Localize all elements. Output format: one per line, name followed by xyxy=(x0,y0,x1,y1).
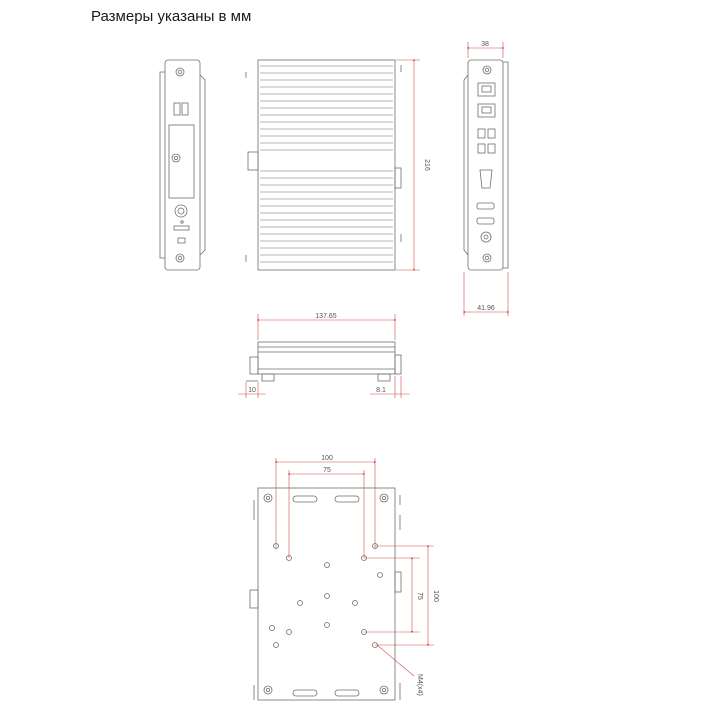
vesa-outer-h-dimension xyxy=(274,458,377,548)
mount-screw-icon xyxy=(175,67,185,77)
audio-port-icon xyxy=(177,237,186,244)
bay-screw-icon xyxy=(171,153,181,163)
mount-hole-icon xyxy=(269,625,275,631)
vesa-inner-v-label: 75 xyxy=(416,592,423,600)
side-total-depth-dimension xyxy=(462,272,510,316)
switch-icon xyxy=(173,225,190,231)
vesa-inner-h-label: 75 xyxy=(323,467,331,474)
vesa-outer-v-dimension xyxy=(375,544,434,647)
ethernet-port-icon xyxy=(477,82,496,97)
side-bracket xyxy=(394,571,402,593)
bottom-view xyxy=(249,487,402,701)
vesa-outer-v-label: 100 xyxy=(432,590,439,602)
mount-hole-icon xyxy=(273,642,279,648)
power-button-icon xyxy=(174,204,188,218)
mount-hole-icon xyxy=(324,622,330,628)
bottom-left-offset-dimension xyxy=(238,382,266,398)
vesa-inner-h-dimension xyxy=(287,470,366,558)
vent-slot xyxy=(334,689,360,697)
side-total-depth-label: 41.96 xyxy=(477,305,495,312)
corner-screw-icon xyxy=(263,493,273,503)
usb-port-icon xyxy=(477,128,496,154)
heatsink-fins xyxy=(260,65,393,263)
serial-port-icon xyxy=(479,169,493,189)
screw-callout-leader xyxy=(376,644,415,677)
width-label: 137.65 xyxy=(315,313,337,320)
mount-screw-icon xyxy=(175,253,185,263)
height-label: 216 xyxy=(423,159,430,171)
led-icon xyxy=(180,220,184,224)
storage-bay xyxy=(168,124,195,199)
hdmi-port-icon xyxy=(476,217,495,225)
vent-slot xyxy=(292,689,318,697)
vent-slot xyxy=(292,495,318,503)
mount-hole-icon xyxy=(286,629,292,635)
height-dimension xyxy=(396,58,420,272)
mount-screw-icon xyxy=(482,253,492,263)
side-depth-dimension xyxy=(466,42,505,58)
screw-callout-label: M4(x4) xyxy=(416,674,423,696)
vent-slot xyxy=(334,495,360,503)
front-panel-view xyxy=(159,59,206,271)
mount-hole-icon xyxy=(377,572,383,578)
side-profile-view xyxy=(246,341,402,382)
vesa-inner-v-dimension xyxy=(364,556,420,634)
rear-panel-view xyxy=(463,59,509,271)
corner-screw-icon xyxy=(379,493,389,503)
width-dimension xyxy=(256,314,397,340)
usb-port-icon xyxy=(173,102,189,116)
hdmi-port-icon xyxy=(476,202,495,210)
bottom-left-offset-label: 10 xyxy=(248,387,256,394)
bottom-right-offset-dimension xyxy=(370,376,410,398)
side-bracket xyxy=(247,151,259,171)
page-title: Размеры указаны в мм xyxy=(91,8,252,25)
side-depth-label: 38 xyxy=(481,41,489,48)
corner-screw-icon xyxy=(263,685,273,695)
side-bracket xyxy=(394,167,402,189)
side-bracket xyxy=(249,589,259,609)
dc-power-jack-icon xyxy=(480,231,492,243)
mount-screw-icon xyxy=(482,65,492,75)
ethernet-port-icon xyxy=(477,103,496,118)
bottom-right-offset-label: 8.1 xyxy=(376,387,386,394)
mount-hole-icon xyxy=(297,600,303,606)
mount-hole-icon xyxy=(352,600,358,606)
mount-hole-icon xyxy=(324,593,330,599)
mount-hole-icon xyxy=(324,562,330,568)
vesa-outer-h-label: 100 xyxy=(321,455,333,462)
top-view xyxy=(245,59,402,271)
corner-screw-icon xyxy=(379,685,389,695)
